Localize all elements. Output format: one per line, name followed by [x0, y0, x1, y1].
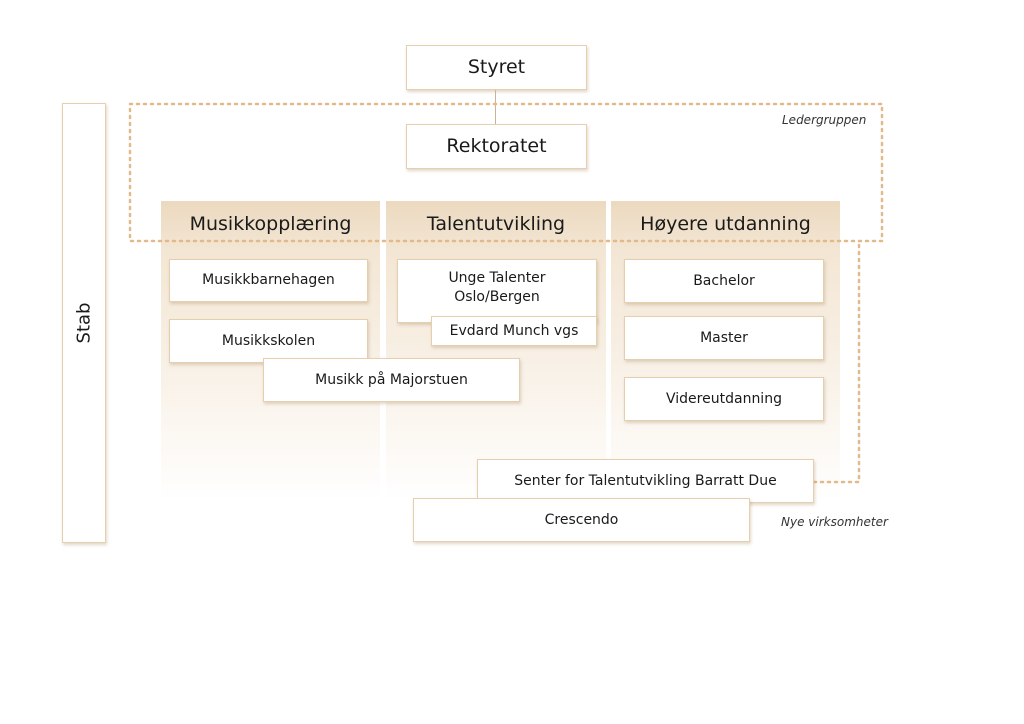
rektoratet-box: Rektoratet [406, 124, 587, 169]
stab-box: Stab [62, 103, 106, 543]
unit-unge-talenter-label: Unge Talenter Oslo/Bergen [448, 270, 546, 305]
ledergruppen-label: Ledergruppen [782, 113, 867, 127]
unit-videreutdanning: Videreutdanning [624, 377, 824, 421]
unit-evdard-munch: Evdard Munch vgs [431, 316, 597, 346]
unit-musikkbarnehagen: Musikkbarnehagen [169, 259, 368, 302]
column-title-musikkopplaering: Musikkopplæring [189, 212, 352, 235]
column-title-hoyere-utdanning: Høyere utdanning [640, 212, 811, 235]
unit-unge-talenter: Unge Talenter Oslo/Bergen [397, 259, 597, 323]
styret-rektoratet-connector [495, 90, 496, 124]
unit-crescendo: Crescendo [413, 498, 750, 542]
unit-musikkskolen: Musikkskolen [169, 319, 368, 363]
unit-master: Master [624, 316, 824, 360]
nye-virksomheter-label: Nye virksomheter [781, 515, 888, 529]
unit-musikk-pa-majorstuen: Musikk på Majorstuen [263, 358, 520, 402]
column-title-talentutvikling: Talentutvikling [426, 212, 566, 235]
unit-senter-talentutvikling: Senter for Talentutvikling Barratt Due [477, 459, 814, 503]
column-talentutvikling: Talentutvikling [386, 201, 606, 501]
styret-box: Styret [406, 45, 587, 90]
unit-bachelor: Bachelor [624, 259, 824, 303]
